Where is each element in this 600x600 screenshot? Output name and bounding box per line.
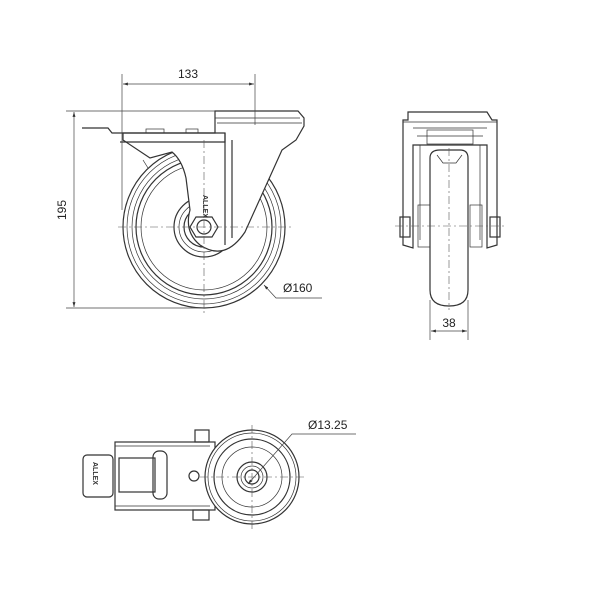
wheel-diameter-label: Ø160	[283, 281, 313, 295]
wheel-width-label: 38	[442, 316, 456, 330]
dimension-diameter-160: Ø160	[263, 281, 322, 299]
bolt-hole-diameter-label: Ø13.25	[308, 418, 348, 432]
dimension-195: 195	[55, 110, 215, 309]
height-dimension-label: 195	[55, 200, 69, 220]
width-dimension-label: 133	[178, 67, 198, 81]
front-view: ALLEX 133 195 Ø160	[55, 67, 322, 315]
dimension-diameter-13-25: Ø13.25	[247, 418, 356, 485]
dimension-133: 133	[121, 67, 256, 210]
side-view: 38	[395, 111, 505, 340]
top-logo: ALLEX	[91, 462, 98, 485]
top-view: ALLEX Ø13.25	[82, 418, 356, 530]
dimension-38: 38	[429, 300, 469, 340]
front-logo: ALLEX	[201, 195, 208, 218]
